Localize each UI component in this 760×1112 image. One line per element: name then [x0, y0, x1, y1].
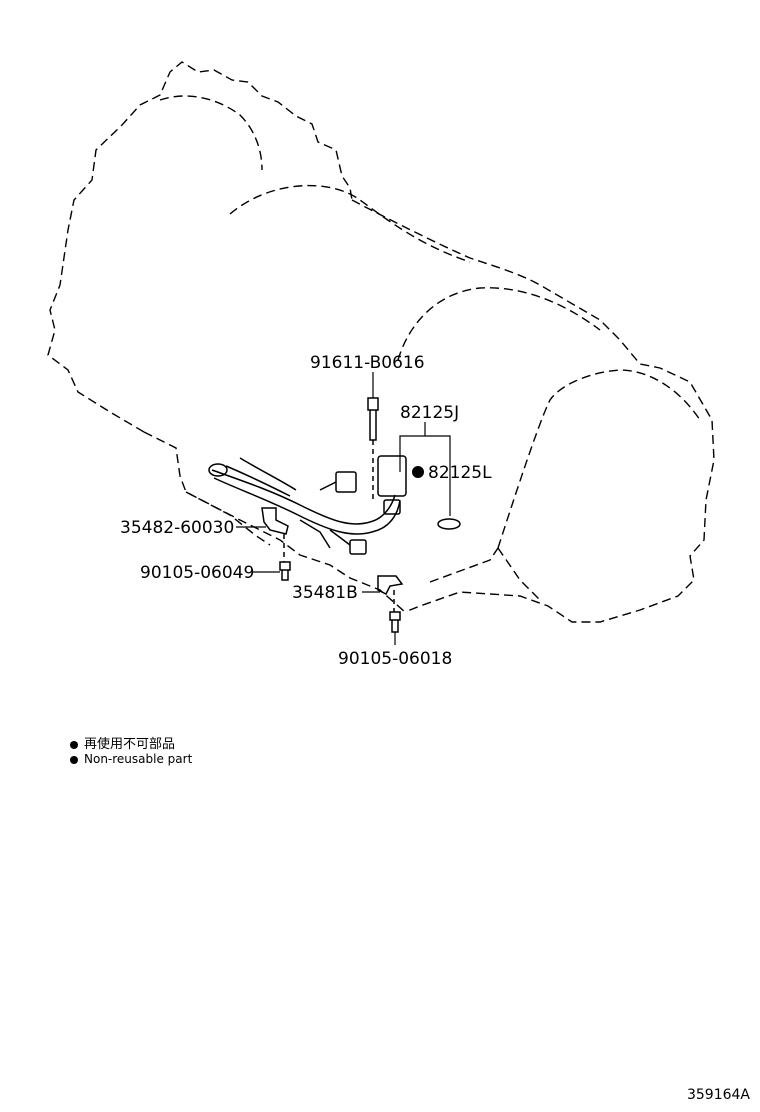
legend-english-text: Non-reusable part [84, 752, 193, 766]
reference-code: 359164A [686, 1087, 750, 1103]
case-midring [397, 287, 601, 361]
case-rear-ring [497, 369, 701, 549]
harness-connector-mid [335, 471, 357, 493]
bolt-left-shape [279, 561, 291, 581]
legend-japanese: 再使用不可部品 [70, 733, 175, 752]
part-label-seal: 82125L [428, 463, 492, 483]
legend-english: Non-reusable part [70, 752, 192, 766]
ring-front [159, 95, 263, 171]
pan-outline [143, 431, 406, 613]
legend-japanese-text: 再使用不可部品 [84, 737, 176, 752]
wire-harness [211, 469, 396, 525]
case-lower-edge [429, 547, 499, 583]
part-label-bolt-top: 91611-B0616 [310, 353, 425, 373]
harness-connector-low [349, 539, 367, 555]
bolt-top-shape [367, 397, 379, 441]
pan-lower [185, 491, 271, 546]
part-label-bolt-left: 90105-06049 [140, 563, 254, 583]
wire-loop [208, 463, 228, 477]
bellhousing-outline [47, 61, 353, 433]
part-label-bracket-left: 35482-60030 [120, 518, 234, 538]
part-label-clamp: 35481B [292, 583, 358, 603]
o-ring-seal [437, 518, 461, 530]
non-reusable-marker [412, 466, 424, 478]
clamp-shape [377, 575, 404, 596]
bullet-icon [70, 755, 78, 764]
bracket-left-shape [261, 507, 289, 535]
part-label-bolt-bottom: 90105-06018 [338, 649, 452, 669]
case-lower-edge2 [497, 547, 541, 601]
part-label-sensor-kit: 82125J [400, 403, 459, 423]
bolt-bottom-shape [389, 611, 401, 633]
harness-grommet [299, 519, 331, 549]
case-top-outline [351, 199, 715, 623]
bullet-icon [70, 740, 78, 749]
case-body-curve [229, 184, 471, 263]
speed-sensor [377, 455, 407, 497]
